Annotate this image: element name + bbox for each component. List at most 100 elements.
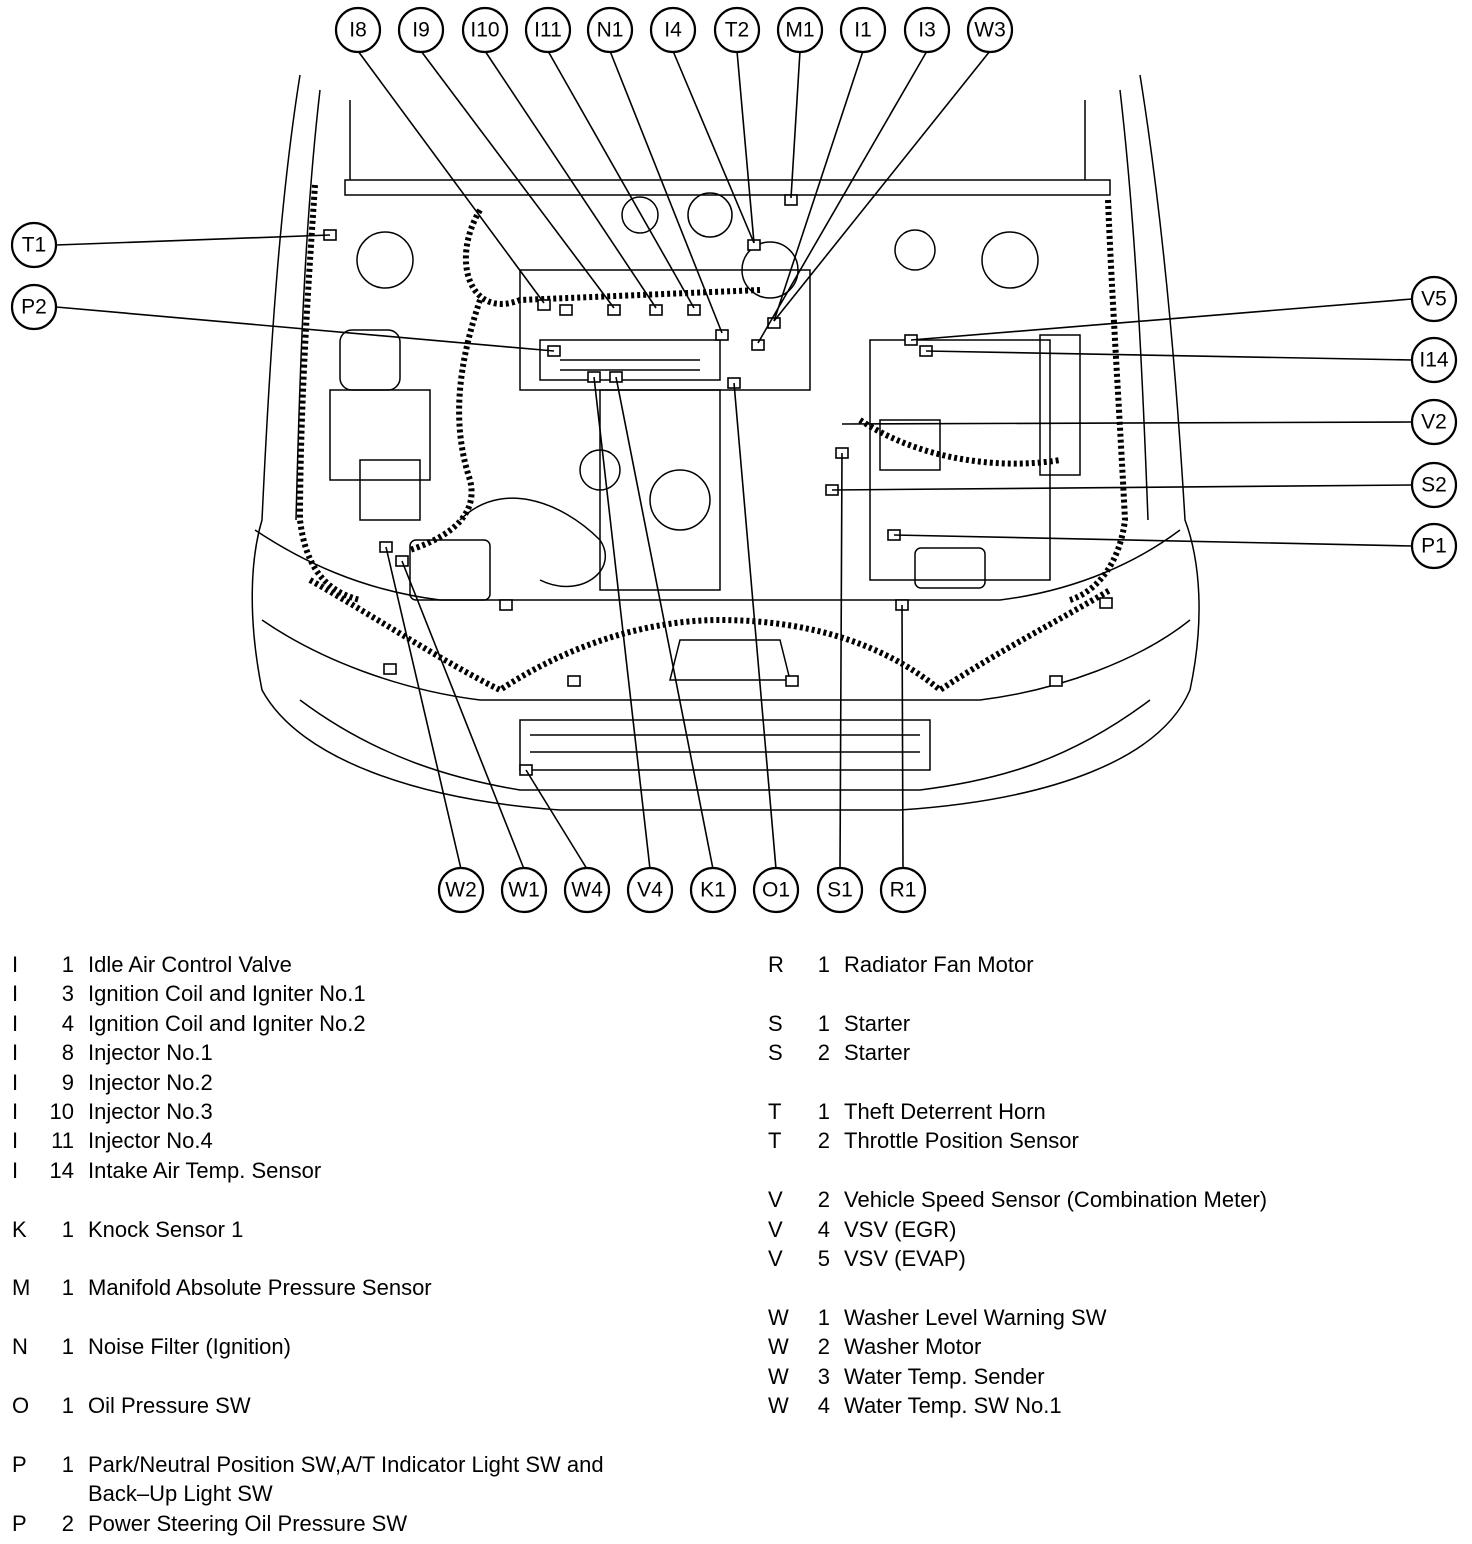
callout-label: M1	[785, 19, 814, 42]
callout-label: W2	[445, 879, 477, 902]
legend-number: 1	[61, 1216, 74, 1242]
legend-letter: S	[768, 1010, 783, 1036]
callout-i4: I4	[649, 6, 697, 54]
legend-number: 2	[61, 1510, 74, 1536]
callout-p2: P2	[10, 283, 58, 331]
callout-s1: S1	[816, 866, 864, 914]
legend-letter: I	[12, 1099, 19, 1125]
callout-label: V5	[1421, 288, 1447, 311]
legend-description: Washer Motor	[844, 1334, 982, 1360]
callout-k1: K1	[689, 866, 737, 914]
legend-description: Injector No.3	[88, 1099, 213, 1125]
legend-number: 1	[817, 1099, 830, 1124]
callout-label: O1	[762, 879, 790, 902]
callout-label: S2	[1421, 474, 1447, 497]
callout-label: W1	[508, 879, 540, 902]
legend-number: 8	[61, 1040, 74, 1066]
legend-number	[46, 1479, 88, 1508]
legend-spacer	[768, 1068, 1458, 1097]
legend-letter: N	[12, 1334, 28, 1360]
legend-letter	[12, 1479, 46, 1508]
legend-number: 14	[49, 1157, 74, 1183]
legend-number: 1	[817, 1304, 830, 1330]
legend-entry: W 4 Water Temp. SW No.1	[768, 1391, 1458, 1420]
legend-number: 2	[817, 1187, 830, 1213]
legend-description: Vehicle Speed Sensor (Combination Meter)	[844, 1187, 1268, 1213]
callout-label: I1	[854, 19, 872, 42]
legend-number: 4	[817, 1393, 830, 1419]
callout-label: I14	[1419, 349, 1449, 372]
legend-description: Park/Neutral Position SW,A/T Indicator L…	[88, 1451, 604, 1477]
legend-entry: N 1 Noise Filter (Ignition)	[12, 1332, 712, 1361]
legend-description: Ignition Coil and Igniter No.2	[88, 1010, 366, 1036]
legend-description: Theft Deterrent Horn	[844, 1099, 1046, 1124]
legend-number: 11	[51, 1128, 74, 1154]
legend-description: Power Steering Oil Pressure SW	[88, 1510, 408, 1536]
legend-letter: I	[12, 1040, 19, 1066]
legend-number: 5	[817, 1246, 830, 1272]
legend-letter: I	[12, 1128, 19, 1154]
car-body-outline	[251, 74, 1200, 811]
legend-spacer	[768, 1273, 1458, 1302]
callout-label: P2	[21, 296, 47, 319]
legend-description: Ignition Coil and Igniter No.1	[88, 981, 366, 1007]
callout-label: I8	[349, 19, 367, 42]
callout-i11: I11	[524, 6, 572, 54]
legend-number: 3	[817, 1363, 830, 1389]
callouts-left: T1 P2	[10, 221, 58, 331]
legend-spacer	[768, 979, 1458, 1008]
callouts-bottom: W2 W1 W4 V4 K1 O1 S1 R1	[437, 866, 927, 914]
callout-label: R1	[890, 879, 917, 902]
legend-letter: O	[12, 1393, 30, 1419]
legend-letter: W	[768, 1393, 789, 1419]
legend-description: Manifold Absolute Pressure Sensor	[88, 1275, 432, 1301]
callout-label: I10	[470, 19, 499, 42]
callout-i3: I3	[903, 6, 951, 54]
wire-harnesses	[296, 184, 1129, 694]
legend-letter: W	[768, 1304, 789, 1330]
legend-number: 1	[61, 1393, 74, 1419]
callout-v4: V4	[626, 866, 674, 914]
callout-label: I3	[918, 19, 936, 42]
callout-n1: N1	[586, 6, 634, 54]
legend-letter: W	[768, 1334, 789, 1360]
legend-description: Idle Air Control Valve	[88, 952, 292, 977]
legend-letter: K	[12, 1216, 27, 1242]
legend-description: Water Temp. SW No.1	[844, 1393, 1062, 1419]
legend-letter: P	[12, 1510, 27, 1536]
legend-number: 1	[817, 1010, 830, 1036]
callout-label: K1	[700, 879, 726, 902]
callout-i10: I10	[461, 6, 509, 54]
legend-number: 2	[817, 1040, 830, 1066]
leader-lines	[55, 50, 1413, 870]
legend-spacer	[12, 1362, 712, 1391]
legend-number: 9	[61, 1069, 74, 1095]
callout-o1: O1	[752, 866, 800, 914]
legend-description: Radiator Fan Motor	[844, 952, 1034, 977]
legend-description: Noise Filter (Ignition)	[88, 1334, 291, 1360]
legend-spacer	[12, 1244, 712, 1273]
callout-label: P1	[1421, 535, 1447, 558]
legend-description: Starter	[844, 1040, 911, 1066]
legend-letter: V	[768, 1246, 783, 1272]
legend-description: Water Temp. Sender	[844, 1363, 1045, 1389]
callouts-right: V5 I14 V2 S2 P1	[1410, 275, 1458, 570]
legend-number: 1	[61, 1334, 74, 1360]
legend-number: 10	[49, 1099, 74, 1125]
legend-letter: I	[12, 1069, 19, 1095]
legend-number: 3	[61, 981, 74, 1007]
legend-entry: P 2 Power Steering Oil Pressure SW	[12, 1509, 712, 1538]
legend-number: 1	[61, 952, 74, 977]
